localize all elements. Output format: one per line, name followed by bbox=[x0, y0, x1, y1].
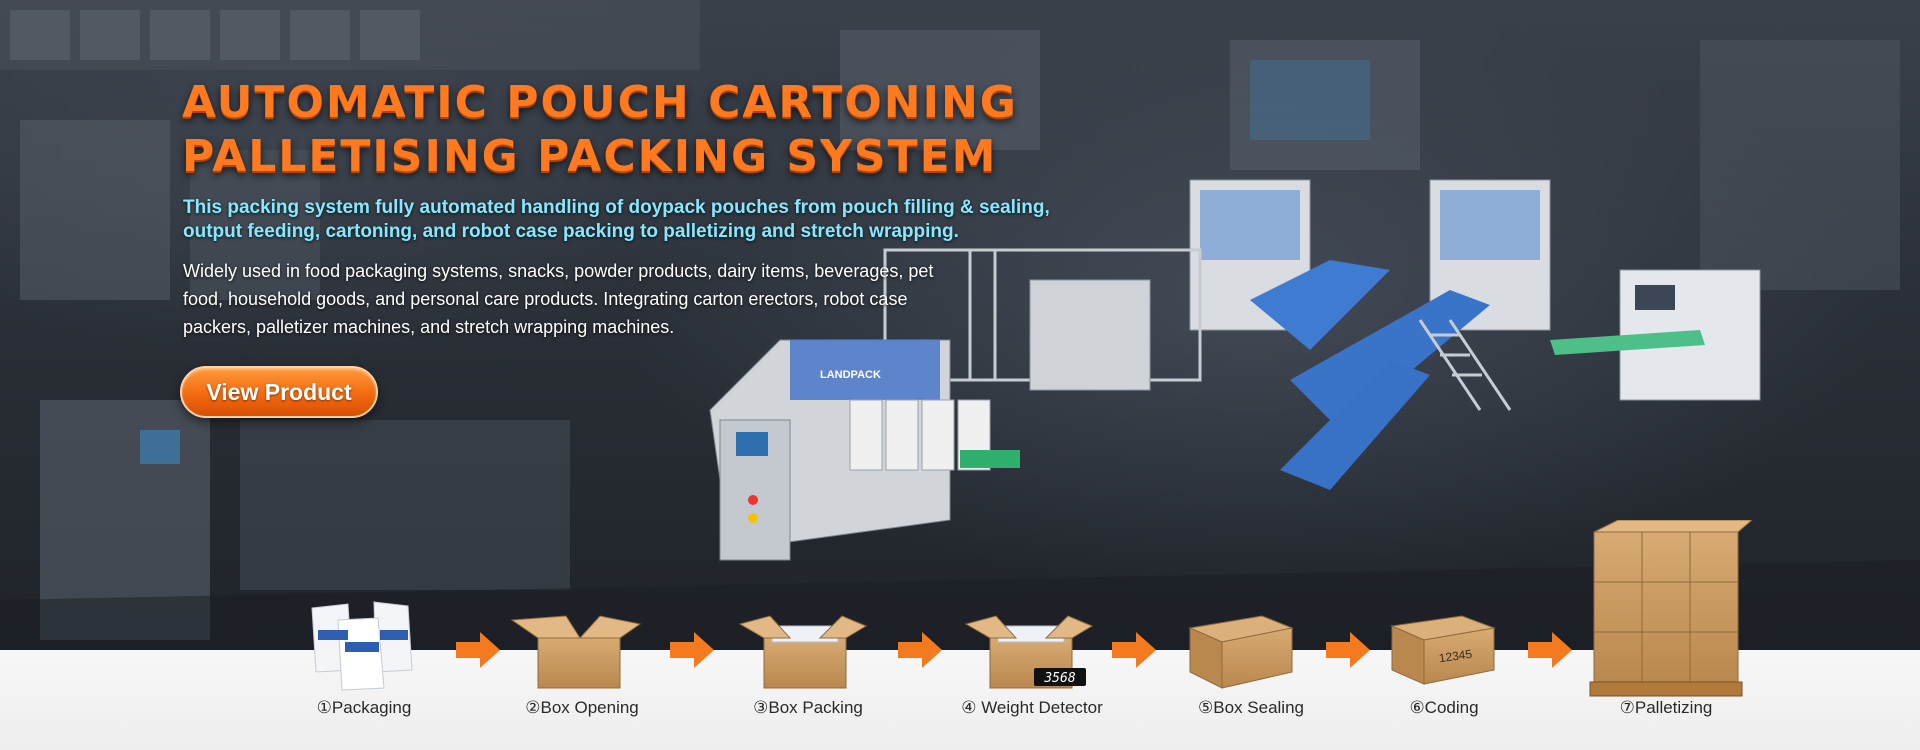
machine-brand-logo: LANDPACK bbox=[820, 369, 881, 381]
orange-arrow-icon bbox=[456, 632, 1572, 668]
coding-text: 12345 bbox=[1438, 647, 1473, 666]
subheading: This packing system fully automated hand… bbox=[183, 197, 1050, 242]
open-box-icon bbox=[510, 615, 642, 689]
step-label-box-packing: ③Box Packing bbox=[753, 698, 863, 717]
pallet-icon bbox=[1589, 520, 1753, 697]
view-product-button[interactable]: View Product bbox=[180, 366, 378, 418]
packed-box-icon bbox=[738, 615, 868, 689]
weighed-box-icon: 3568 bbox=[964, 615, 1094, 689]
step-label-palletizing: ⑦Palletizing bbox=[1619, 698, 1713, 717]
page-title: AUTOMATIC POUCH CARTONING PALLETISING PA… bbox=[182, 76, 1082, 184]
description: Widely used in food packaging systems, s… bbox=[183, 261, 934, 337]
sealed-box-icon bbox=[1188, 615, 1294, 689]
step-label-box-opening: ②Box Opening bbox=[525, 698, 639, 717]
coded-box-icon: 12345 bbox=[1390, 615, 1496, 685]
step-label-coding: ⑥Coding bbox=[1409, 698, 1479, 717]
step-label-packaging: ①Packaging bbox=[316, 698, 412, 717]
packing-line-illustration: LANDPACK bbox=[709, 179, 1761, 561]
hero-banner: LANDPACK AUTOMATIC POUCH CARTONING PALLE… bbox=[0, 0, 1920, 650]
weight-readout: 3568 bbox=[1043, 671, 1075, 686]
process-steps-illustration: 3568 12345 bbox=[311, 520, 1753, 697]
pouch-bags-icon bbox=[311, 601, 413, 691]
step-label-box-sealing: ⑤Box Sealing bbox=[1198, 698, 1304, 717]
title-line-2: PALLETISING PACKING SYSTEM bbox=[182, 131, 998, 182]
title-line-1: AUTOMATIC POUCH CARTONING bbox=[182, 77, 1018, 128]
step-label-weight-detector: ④ Weight Detector bbox=[961, 698, 1103, 717]
